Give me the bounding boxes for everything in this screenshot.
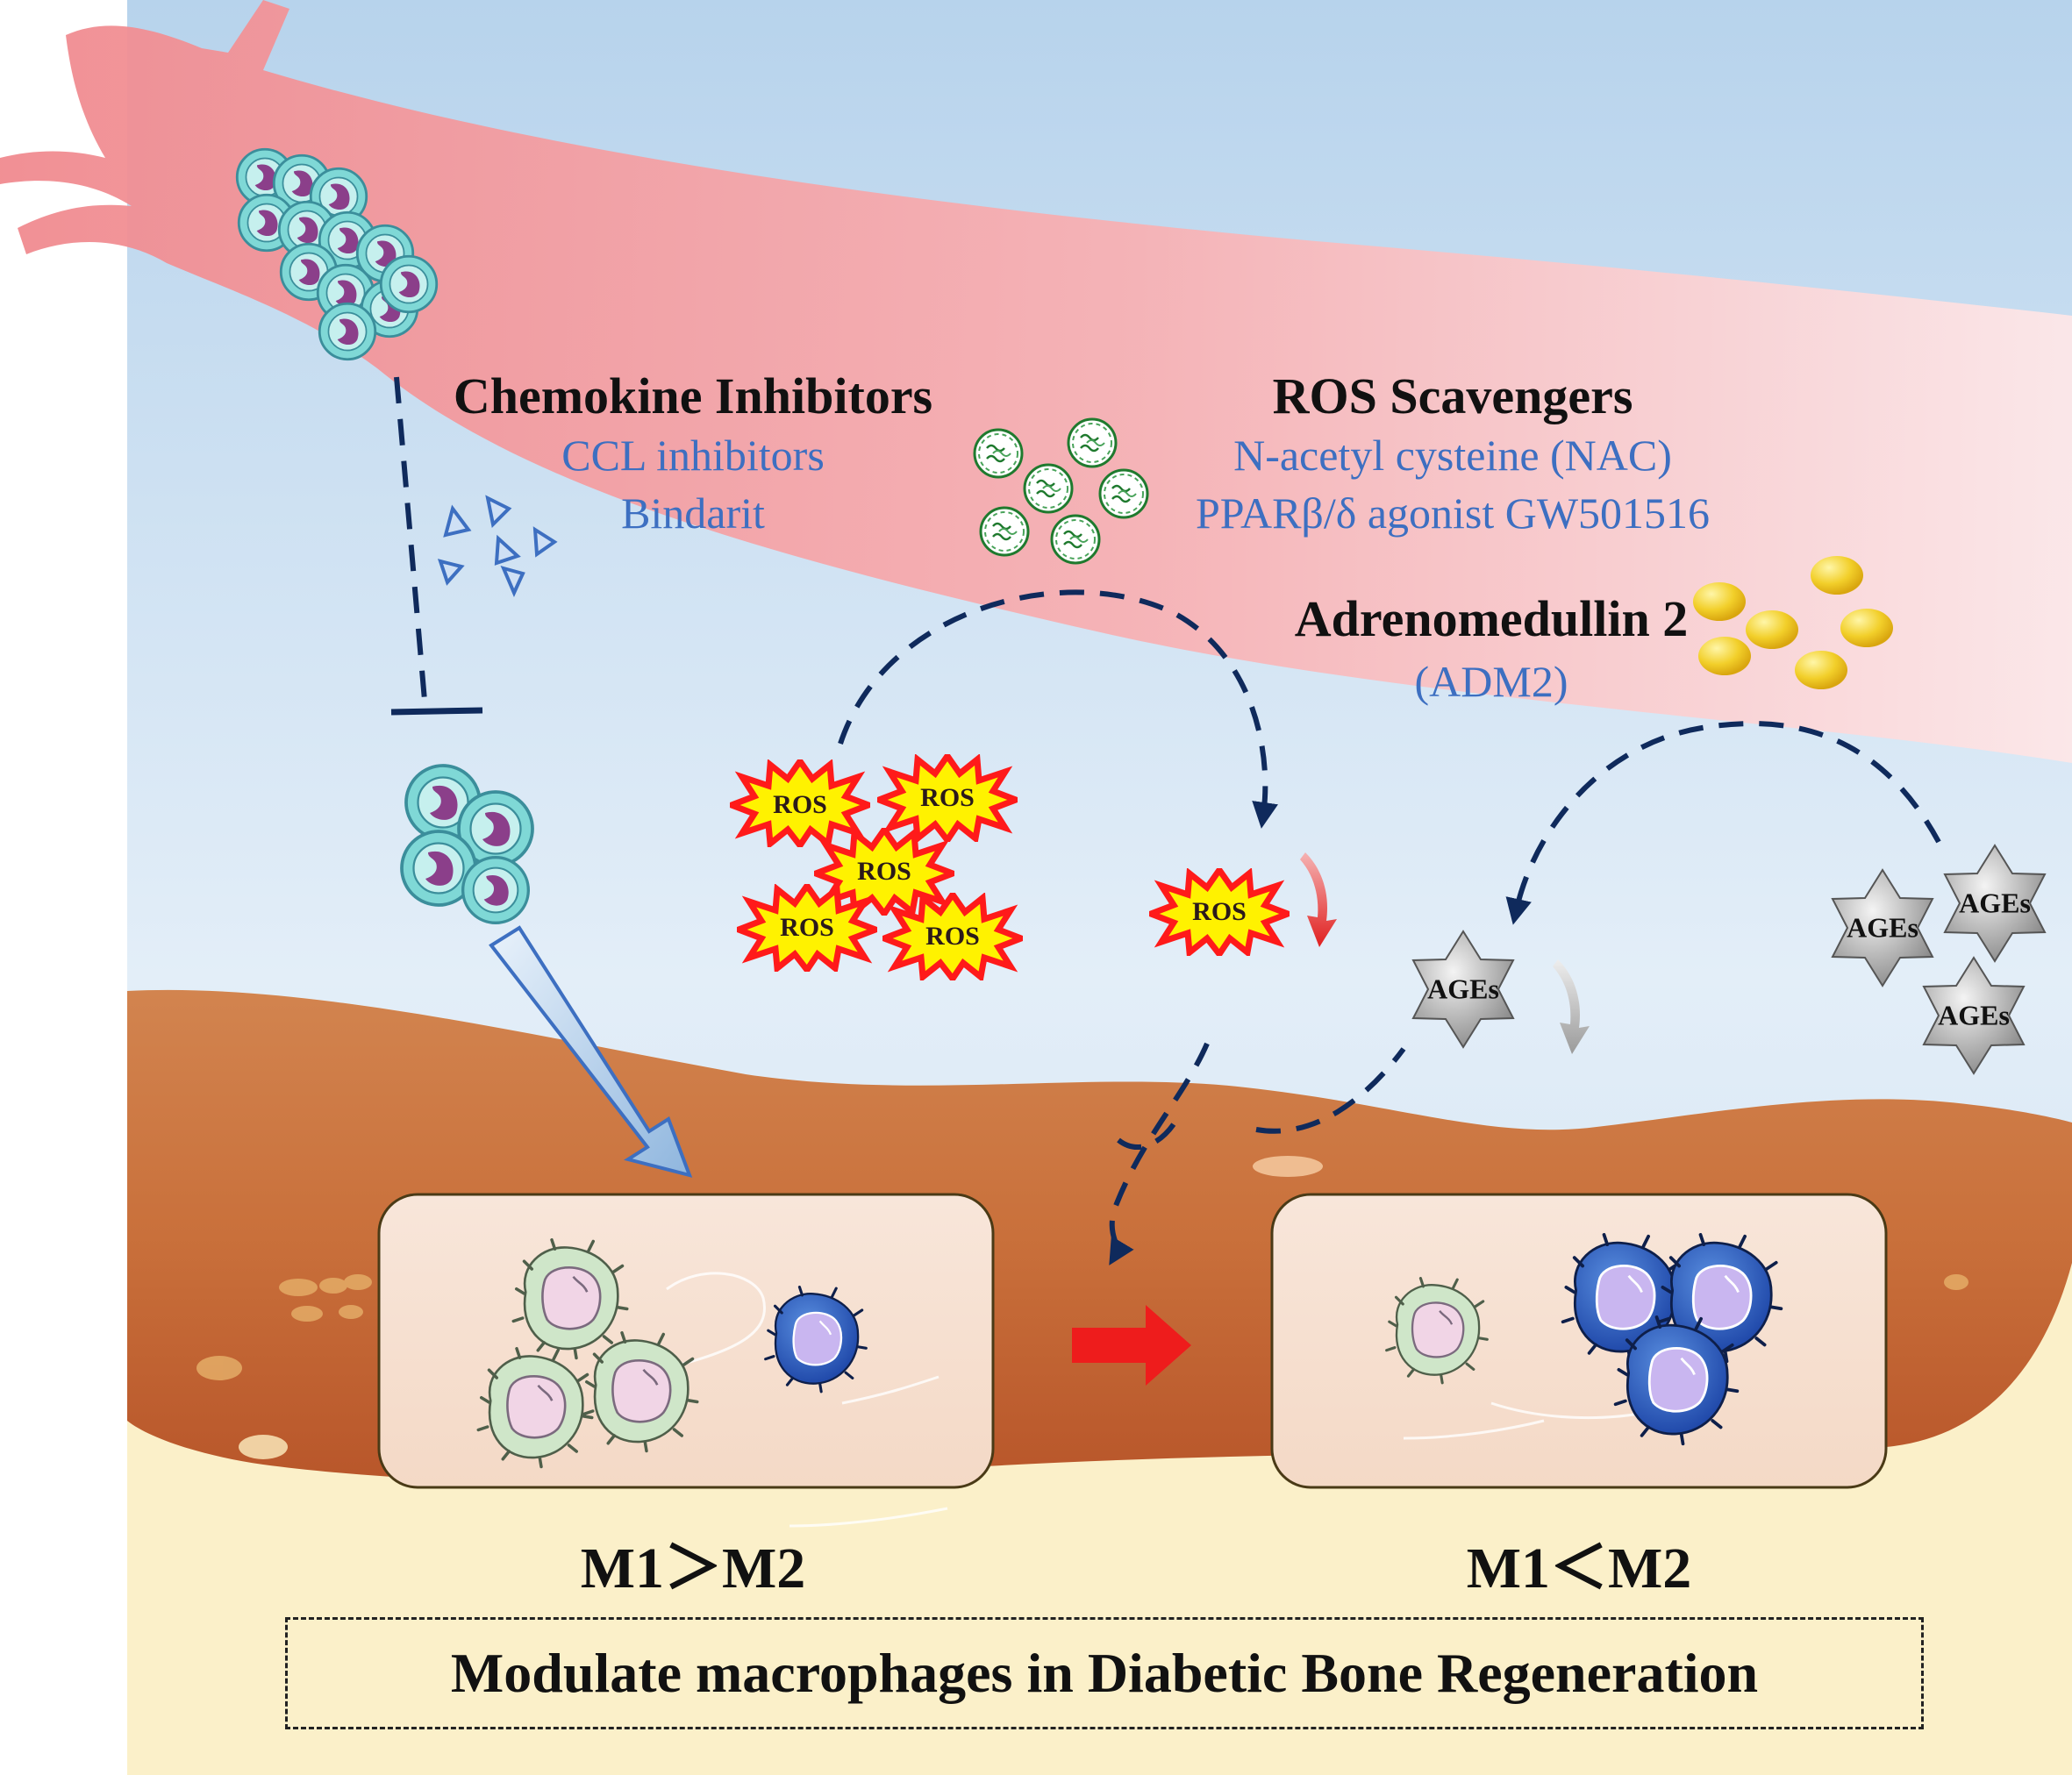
ros-scavenger-item-2: PPARβ/δ agonist GW501516	[1195, 488, 1711, 538]
ages-label: AGEs	[1427, 973, 1499, 1005]
right-ratio-label: M1＜M2	[1466, 1536, 1692, 1600]
adm2-particles	[1693, 556, 1893, 689]
decrease-arrow-gray	[1553, 959, 1590, 1054]
hollow-arrow	[489, 925, 693, 1178]
ros-label: ROS	[857, 857, 911, 886]
inhibition-line	[390, 376, 483, 716]
summary-title: Modulate macrophages in Diabetic Bone Re…	[450, 1642, 1759, 1704]
chemokine-title: Chemokine Inhibitors	[453, 367, 933, 424]
summary-box: Modulate macrophages in Diabetic Bone Re…	[285, 1617, 1924, 1729]
adm2-title: Adrenomedullin 2	[1294, 590, 1689, 647]
macrophage-box-right	[1270, 1193, 1888, 1489]
box-right-lines	[1403, 1401, 1650, 1440]
macrophage-box-left	[377, 1193, 995, 1489]
ages-label: AGEs	[1959, 887, 2031, 919]
bone-particles	[196, 1156, 1968, 1459]
ros-label: ROS	[773, 790, 827, 819]
adm2-subtitle: (ADM2)	[1414, 657, 1568, 706]
triangle-inhibitors	[437, 495, 558, 597]
ros-label: ROS	[1192, 897, 1247, 926]
chemokine-item-1: CCL inhibitors	[561, 431, 825, 480]
ros-label: ROS	[920, 783, 975, 812]
left-ratio-label: M1＞M2	[580, 1536, 806, 1600]
decrease-arrow-red	[1300, 852, 1337, 947]
ages-label: AGEs	[1847, 911, 1918, 944]
ages-label: AGEs	[1938, 999, 2010, 1031]
ros-scavengers-title: ROS Scavengers	[1272, 367, 1633, 424]
ros-label: ROS	[925, 922, 980, 951]
blood-vessel	[0, 0, 2072, 763]
ros-scavenger-item-1: N-acetyl cysteine (NAC)	[1233, 431, 1672, 480]
box-left-lines	[666, 1272, 948, 1528]
dashed-arrows	[838, 589, 1941, 1265]
ros-label: ROS	[780, 913, 834, 942]
chemokine-item-2: Bindarit	[621, 488, 765, 538]
transition-arrow-red	[1072, 1305, 1191, 1386]
